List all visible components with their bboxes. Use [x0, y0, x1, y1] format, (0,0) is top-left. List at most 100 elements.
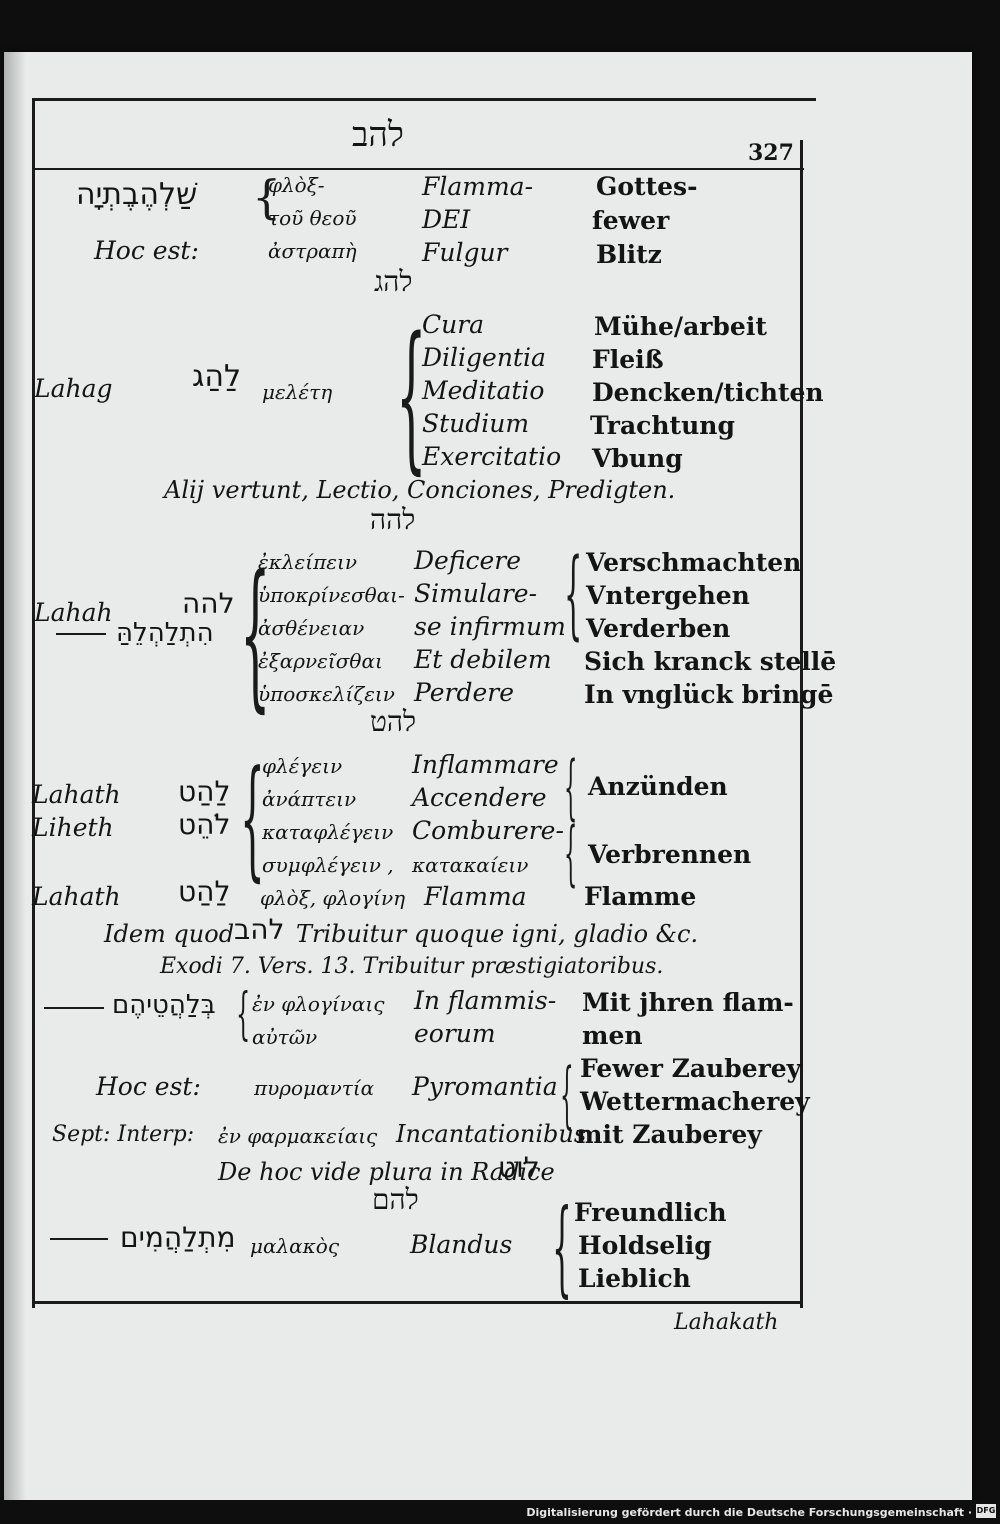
latin-line: se infirmum: [414, 612, 566, 641]
german-line: Blitz: [596, 240, 662, 269]
greek-word: μελέτη: [262, 380, 333, 404]
german-line: Fleiß: [592, 345, 664, 374]
hoc-est-label: Hoc est:: [96, 1072, 201, 1101]
transliteration: Lahath: [32, 882, 121, 911]
greek-line: ὑποσκελίζειν: [258, 682, 395, 706]
german-line: Vbung: [592, 444, 683, 473]
transliteration: Lahath: [32, 780, 121, 809]
brace: {: [236, 982, 251, 1047]
right-rule: [800, 140, 803, 1308]
greek-line: φλὸξ-: [268, 173, 325, 197]
latin-line: Deficere: [414, 546, 522, 575]
german-line: Verderben: [586, 614, 731, 643]
lead-dash: [56, 633, 106, 635]
german-line: Wettermacherey: [580, 1087, 810, 1116]
book-page: להב 327 שַׁלְהֶבֶתְיָה { φλὸξ- τοῦ θεοῦ …: [4, 52, 972, 1500]
german-line: Anzünden: [588, 772, 728, 801]
german-line: Mit jhren flam-: [582, 988, 794, 1017]
note-line: Alij vertunt, Lectio, Conciones, Predigt…: [164, 476, 676, 504]
greek-line: ἐξαρνεῖσθαι: [258, 649, 383, 673]
root-header: להב: [352, 115, 404, 155]
greek-line: φλὸξ, φλογίνη: [260, 886, 406, 910]
note-line: Tribuitur quoque igni, gladio &c.: [296, 920, 699, 948]
greek-line: ἀνάπτειν: [262, 787, 357, 811]
german-line: men: [582, 1021, 643, 1050]
hebrew-word: להב: [234, 913, 285, 946]
german-line: Holdselig: [578, 1231, 712, 1260]
hebrew-word: שַׁלְהֶבֶתְיָה: [76, 177, 198, 212]
root-heading: להט: [370, 705, 417, 738]
german-word: mit Zauberey: [576, 1120, 762, 1149]
greek-line: ἀσθένειαν: [258, 616, 365, 640]
note-line: Exodi 7. Vers. 13. Tribuitur præstigiato…: [160, 954, 664, 979]
note-line: De hoc vide plura in Radice: [218, 1158, 555, 1186]
german-line: Lieblich: [578, 1264, 691, 1293]
greek-word: ἐν φαρμακείαις: [218, 1124, 378, 1148]
greek-line: ἐκλείπειν: [258, 550, 357, 574]
lead-dash: [50, 1238, 108, 1240]
page-number: 327: [748, 140, 794, 166]
catchword: Lahakath: [674, 1310, 779, 1335]
greek-line: κατακαίειν: [412, 853, 529, 877]
german-line: Sich kranck stellē: [584, 647, 837, 676]
brace: {: [564, 746, 578, 828]
latin-word: Incantationibus: [396, 1120, 587, 1148]
footer-bar: Digitalisierung gefördert durch die Deut…: [0, 1500, 1000, 1524]
latin-line: DEI: [422, 205, 471, 234]
root-heading: להג: [374, 265, 413, 298]
greek-line: ἐν φλογίναις: [252, 992, 385, 1016]
greek-line: τοῦ θεοῦ: [268, 206, 357, 230]
german-line: fewer: [592, 206, 670, 235]
funding-credit: Digitalisierung gefördert durch die Deut…: [526, 1506, 972, 1519]
german-line: Gottes-: [596, 172, 698, 201]
dfg-logo: DFG: [976, 1504, 996, 1518]
transliteration: Lahah: [34, 598, 113, 627]
hebrew-word: לוט: [498, 1151, 540, 1184]
german-line: Freundlich: [574, 1198, 727, 1227]
latin-line: Meditatio: [422, 376, 545, 405]
latin-line: Fulgur: [422, 238, 508, 267]
greek-line: αὐτῶν: [252, 1025, 318, 1049]
root-heading: להם: [372, 1183, 419, 1216]
latin-line: In flammis-: [414, 986, 557, 1015]
german-line: Flamme: [584, 882, 697, 911]
latin-line: Diligentia: [422, 343, 546, 372]
hebrew-word: בְּלַהֲטֵיהֶם: [112, 990, 216, 1020]
latin-line: eorum: [414, 1019, 496, 1048]
lead-dash: [44, 1007, 104, 1009]
german-line: In vnglück bringē: [584, 680, 834, 709]
top-rule: [34, 98, 816, 101]
brace: {: [564, 538, 583, 650]
latin-line: Simulare-: [414, 579, 538, 608]
hebrew-word: לַהַט: [178, 775, 231, 808]
hebrew-word: לַהַג: [192, 359, 242, 394]
hebrew-word: הִתְלַהְלֵהַּ: [116, 618, 214, 648]
latin-line: Inflammare: [412, 750, 559, 779]
latin-line: Comburere-: [412, 816, 564, 845]
brace: {: [240, 540, 271, 727]
latin-line: Cura: [422, 310, 485, 339]
transliteration: Lahag: [34, 374, 113, 403]
german-line: Trachtung: [590, 411, 735, 440]
latin-line: Exercitatio: [422, 442, 562, 471]
latin-line: Studium: [422, 409, 530, 438]
greek-line: φλέγειν: [262, 754, 343, 778]
hoc-est-label: Hoc est:: [94, 236, 199, 265]
latin-line: Flamma: [424, 882, 527, 911]
left-rule: [32, 98, 35, 1308]
latin-line: Perdere: [414, 678, 514, 707]
german-line: Vntergehen: [586, 581, 750, 610]
brace: {: [240, 742, 265, 894]
hebrew-word: להה: [182, 587, 235, 620]
greek-line: συμφλέγειν ,: [262, 853, 394, 877]
hebrew-word: לֹהֵט: [178, 808, 231, 841]
header-rule: [34, 168, 804, 170]
bottom-rule: [32, 1301, 803, 1304]
sept-label: Sept: Interp:: [52, 1122, 195, 1147]
german-line: Verschmachten: [586, 548, 802, 577]
brace: {: [552, 1186, 572, 1308]
brace: {: [252, 170, 282, 224]
german-line: Dencken/tichten: [592, 378, 824, 407]
brace: {: [396, 302, 427, 489]
latin-line: Flamma-: [422, 172, 534, 201]
